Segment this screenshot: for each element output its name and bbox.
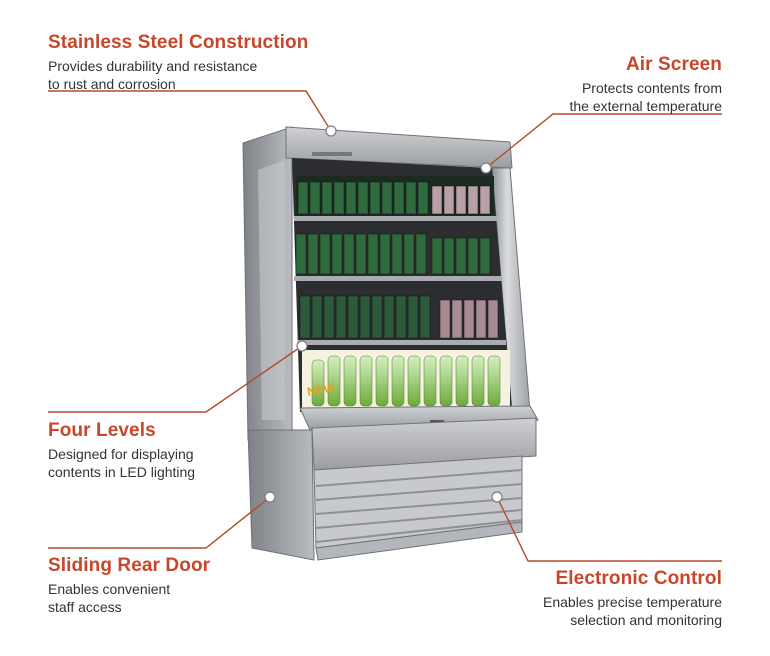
shelf-level-1	[294, 176, 498, 221]
callout-air-screen: Air Screen Protects contents from the ex…	[569, 54, 722, 115]
callout-electronic: Electronic Control Enables precise tempe…	[543, 568, 722, 629]
leader-stainless	[48, 90, 332, 132]
callout-four-levels-desc: Designed for displaying contents in LED …	[48, 445, 195, 481]
callout-four-levels: Four Levels Designed for displaying cont…	[48, 420, 195, 481]
callout-air-screen-line2: the external temperature	[569, 98, 722, 114]
marker-sliding-door	[264, 491, 276, 503]
callout-sliding-door-desc: Enables convenient staff access	[48, 580, 210, 616]
callout-sliding-door-title: Sliding Rear Door	[48, 555, 211, 576]
callout-sliding-door-line1: Enables convenient	[48, 581, 171, 597]
marker-air-screen	[480, 162, 492, 174]
cabinet-interior	[292, 158, 512, 412]
callout-sliding-door-line2: staff access	[48, 599, 122, 615]
callout-sliding-door: Sliding Rear Door Enables convenient sta…	[48, 555, 210, 616]
leader-lines	[48, 90, 722, 562]
callout-air-screen-desc: Protects contents from the external temp…	[569, 79, 722, 115]
marker-electronic	[491, 491, 503, 503]
leader-electronic	[496, 496, 722, 562]
marker-four-levels	[296, 340, 308, 352]
callout-electronic-line1: Enables precise temperature	[543, 594, 722, 610]
callout-stainless-desc: Provides durability and resistance to ru…	[48, 57, 308, 93]
shelf-level-3	[298, 295, 506, 345]
leader-four-levels	[48, 345, 303, 413]
shelf-level-2	[294, 233, 502, 281]
callout-electronic-title: Electronic Control	[555, 568, 722, 589]
top-canopy	[285, 126, 513, 169]
callout-four-levels-line2: contents in LED lighting	[48, 464, 196, 480]
shelf-new-label: NEW	[306, 380, 337, 399]
callout-stainless-title: Stainless Steel Construction	[48, 32, 309, 53]
lower-cabinet	[247, 417, 537, 561]
callout-stainless-line2: to rust and corrosion	[48, 76, 176, 92]
leader-air-screen	[485, 113, 722, 169]
leader-sliding-door	[48, 496, 271, 549]
callout-air-screen-line1: Protects contents from	[581, 80, 722, 96]
callout-four-levels-title: Four Levels	[48, 420, 156, 441]
callout-stainless: Stainless Steel Construction Provides du…	[48, 32, 308, 93]
callout-stainless-line1: Provides durability and resistance	[48, 58, 258, 74]
marker-stainless	[325, 125, 337, 137]
callout-electronic-desc: Enables precise temperature selection an…	[543, 593, 722, 629]
sliding-grille	[313, 455, 523, 561]
callout-electronic-line2: selection and monitoring	[570, 612, 722, 628]
callout-air-screen-title: Air Screen	[625, 54, 722, 75]
cabinet-side-panel	[242, 126, 293, 441]
shelf-level-4: NEW	[302, 350, 510, 408]
callout-four-levels-line1: Designed for displaying	[48, 446, 194, 462]
